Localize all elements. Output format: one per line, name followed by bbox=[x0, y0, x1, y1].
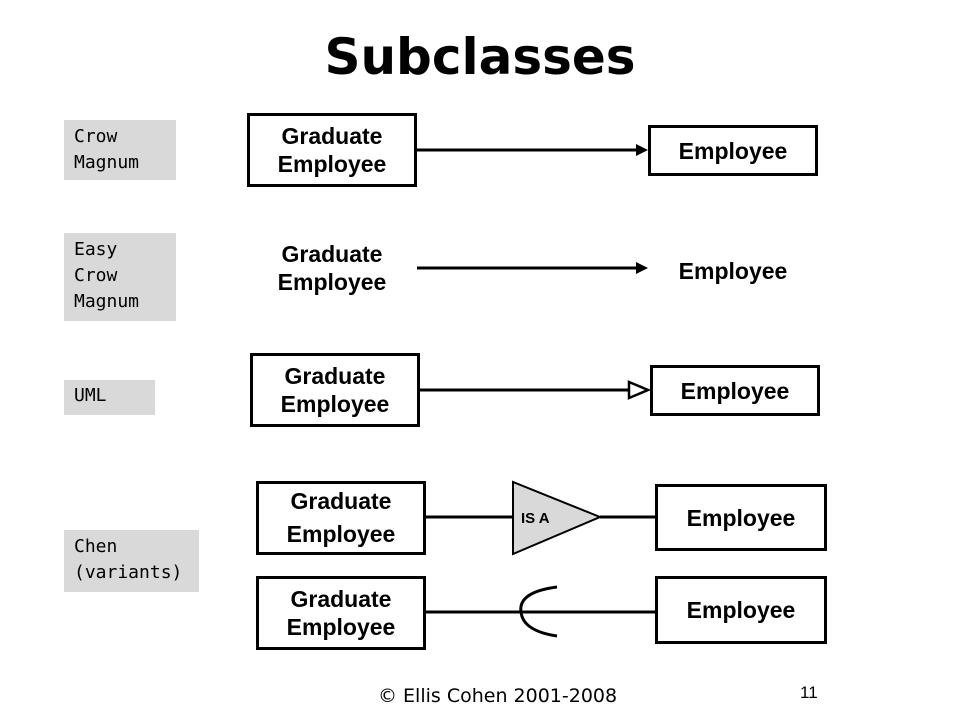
superclass-entity-employee: Employee bbox=[655, 576, 827, 644]
subclass-entity-graduate-employee: Graduate Employee bbox=[256, 576, 426, 650]
isa-label: IS A bbox=[521, 510, 550, 527]
filled-arrowhead-icon bbox=[636, 144, 648, 156]
superclass-entity-employee: Employee bbox=[648, 254, 818, 288]
notation-label-uml: UML bbox=[64, 380, 155, 415]
entity-label: Graduate Employee bbox=[280, 363, 390, 417]
entity-label: Graduate Employee bbox=[277, 241, 387, 295]
superclass-entity-employee: Employee bbox=[655, 484, 827, 551]
superclass-entity-employee: Employee bbox=[648, 125, 818, 176]
subclass-entity-graduate-employee: Graduate Employee bbox=[256, 481, 426, 555]
notation-label-crow-magnum: Crow Magnum bbox=[64, 120, 176, 180]
superclass-entity-employee: Employee bbox=[650, 365, 820, 416]
entity-label: Graduate Employee bbox=[286, 586, 396, 640]
subclass-entity-graduate-employee: Graduate Employee bbox=[250, 353, 420, 427]
notation-label-chen: Chen (variants) bbox=[64, 530, 199, 592]
filled-arrowhead-icon bbox=[636, 262, 648, 274]
entity-label: Graduate Employee bbox=[286, 488, 396, 547]
notation-label-easy-crow-magnum: Easy Crow Magnum bbox=[64, 233, 176, 321]
entity-label: Graduate Employee bbox=[277, 123, 387, 177]
entity-label: Employee bbox=[678, 137, 788, 164]
entity-label: Employee bbox=[686, 504, 796, 531]
page-number: 11 bbox=[800, 683, 818, 702]
isa-triangle-icon bbox=[512, 480, 603, 556]
subset-arc-icon bbox=[519, 585, 558, 638]
entity-label: Employee bbox=[680, 377, 790, 404]
slide-title: Subclasses bbox=[324, 28, 636, 86]
entity-label: Employee bbox=[678, 258, 788, 284]
subclass-entity-graduate-employee: Graduate Employee bbox=[247, 113, 417, 187]
copyright-footer: © Ellis Cohen 2001-2008 bbox=[378, 685, 618, 707]
entity-label: Employee bbox=[686, 597, 796, 623]
subclass-entity-graduate-employee: Graduate Employee bbox=[247, 236, 417, 300]
hollow-triangle-arrow-icon bbox=[627, 380, 652, 400]
